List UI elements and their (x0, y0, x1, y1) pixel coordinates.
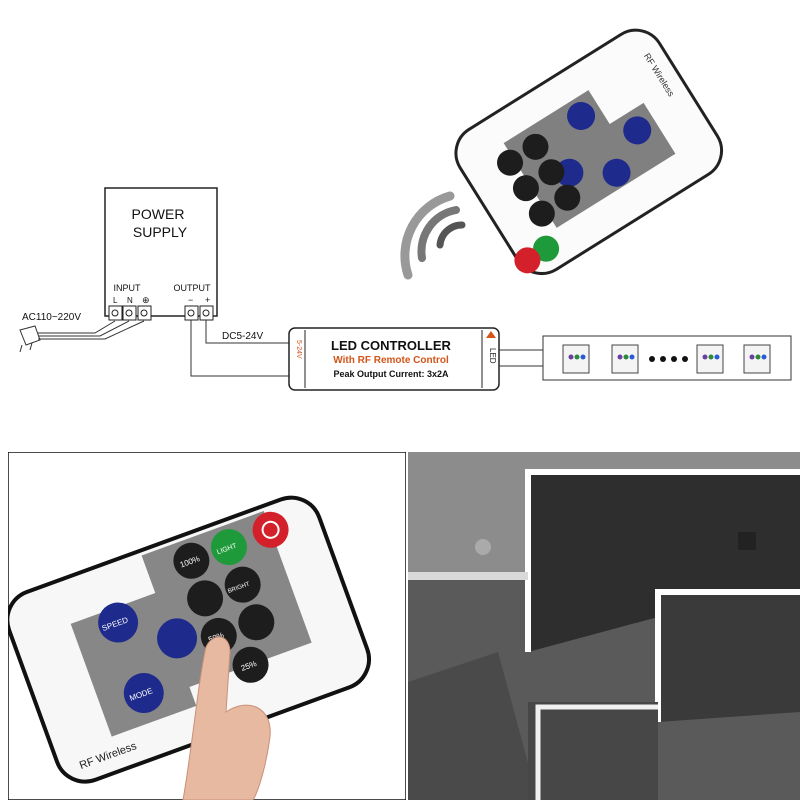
controller-title: LED CONTROLLER (331, 338, 451, 353)
terminal-label-minus: − (188, 295, 193, 305)
remote-photo: SPEED MODE LIGHT 100% BRIGHT 50% 25% RF … (8, 452, 406, 800)
controller-spec: Peak Output Current: 3x2A (333, 369, 449, 379)
input-label: INPUT (114, 283, 142, 293)
wiring-diagram: RF Wireless POWER SUPPLY INPUT OUTPUT L … (19, 28, 792, 391)
terminal-label-l: L (113, 296, 118, 305)
output-label: OUTPUT (174, 283, 212, 293)
dc-wires (190, 320, 290, 377)
led-strip (499, 335, 792, 381)
terminal-label-n: N (127, 296, 133, 305)
terminal-label-ground: ⊕ (142, 295, 150, 305)
mains-label: AC110~220V (22, 312, 81, 323)
signal-waves-icon (400, 191, 466, 280)
controller-right-tag: LED (488, 348, 497, 364)
controller-subtitle: With RF Remote Control (333, 355, 449, 366)
hand (182, 636, 271, 800)
remote-top: RF Wireless (454, 28, 724, 276)
ceiling-photo (408, 452, 800, 800)
mains-plug-icon (19, 320, 145, 353)
led-controller: LED CONTROLLER With RF Remote Control Pe… (288, 327, 500, 391)
controller-left-tag: 5-24V (295, 340, 302, 359)
dc-label: DC5-24V (222, 331, 263, 342)
power-supply-title-1: POWER (132, 206, 185, 222)
terminal-label-plus: + (205, 295, 210, 305)
power-supply: POWER SUPPLY INPUT OUTPUT L N ⊕ − + (104, 187, 218, 321)
power-supply-title-2: SUPPLY (133, 224, 188, 240)
